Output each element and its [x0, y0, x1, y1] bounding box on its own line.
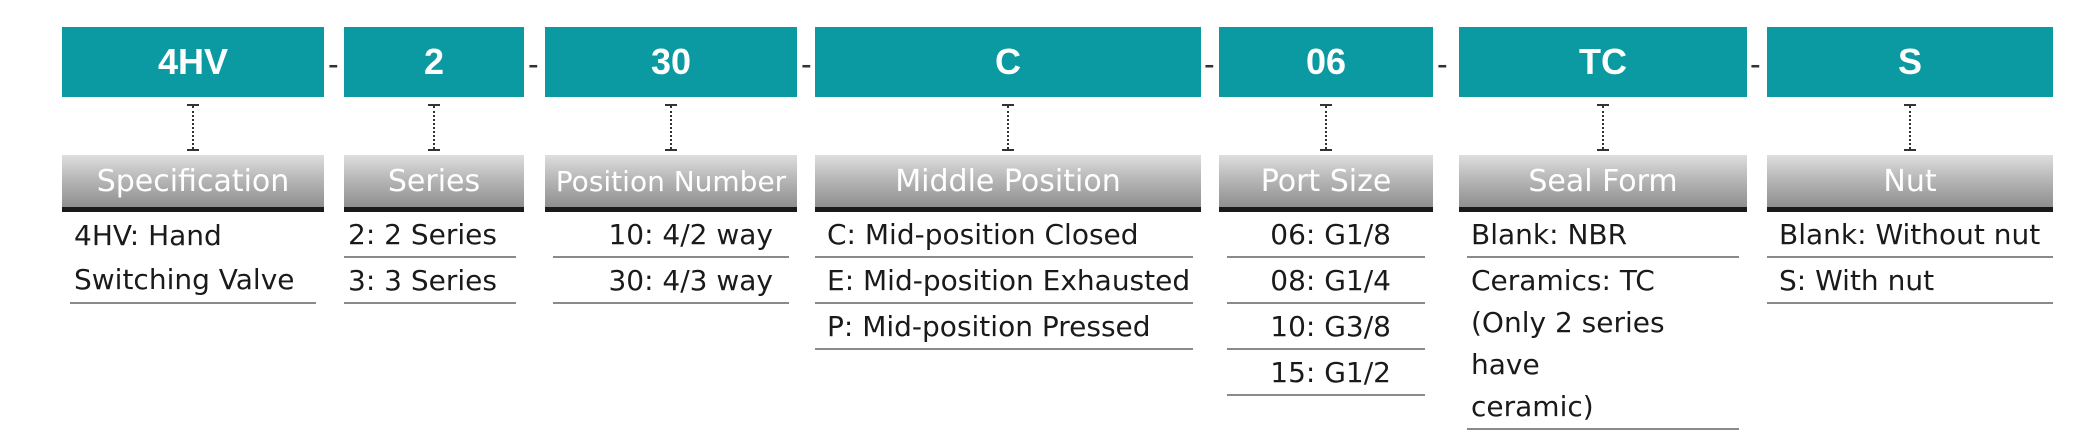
header-nut: Nut: [1767, 155, 2053, 212]
option-row: E: Mid-position Exhausted: [815, 258, 1193, 304]
column-specification: 4HV Specification 4HV: Hand Switching Va…: [62, 27, 324, 304]
options-port-size: 06: G1/8 08: G1/4 10: G3/8 15: G1/2: [1219, 212, 1433, 396]
separator: -: [801, 46, 812, 82]
column-middle-position: C Middle Position C: Mid-position Closed…: [815, 27, 1201, 350]
options-seal-form: Blank: NBR Ceramics: TC (Only 2 series h…: [1459, 212, 1747, 430]
option-row: 30: 4/3 way: [553, 258, 789, 304]
code-box-position-number: 30: [545, 27, 797, 97]
separator: -: [328, 46, 339, 82]
header-port-size: Port Size: [1219, 155, 1433, 212]
option-row: Blank: Without nut: [1767, 212, 2053, 258]
column-nut: S Nut Blank: Without nut S: With nut: [1767, 27, 2053, 304]
connector-icon: [1219, 97, 1433, 155]
column-position-number: 30 Position Number 10: 4/2 way 30: 4/3 w…: [545, 27, 797, 304]
option-row: 10: 4/2 way: [553, 212, 789, 258]
header-seal-form: Seal Form: [1459, 155, 1747, 212]
option-row: 08: G1/4: [1227, 258, 1425, 304]
option-row: 15: G1/2: [1227, 350, 1425, 396]
separator: -: [528, 46, 539, 82]
code-box-nut: S: [1767, 27, 2053, 97]
connector-icon: [62, 97, 324, 155]
code-box-port-size: 06: [1219, 27, 1433, 97]
option-row: 4HV: Hand Switching Valve: [70, 212, 316, 304]
option-row: 2: 2 Series: [344, 212, 516, 258]
header-series: Series: [344, 155, 524, 212]
code-box-specification: 4HV: [62, 27, 324, 97]
option-row: 3: 3 Series: [344, 258, 516, 304]
connector-icon: [815, 97, 1201, 155]
options-specification: 4HV: Hand Switching Valve: [62, 212, 324, 304]
connector-icon: [344, 97, 524, 155]
header-position-number: Position Number: [545, 155, 797, 212]
option-row: Ceramics: TC (Only 2 series have ceramic…: [1467, 258, 1739, 430]
connector-icon: [1459, 97, 1747, 155]
connector-icon: [1767, 97, 2053, 155]
options-position-number: 10: 4/2 way 30: 4/3 way: [545, 212, 797, 304]
code-box-seal-form: TC: [1459, 27, 1747, 97]
header-middle-position: Middle Position: [815, 155, 1201, 212]
code-box-middle-position: C: [815, 27, 1201, 97]
separator: -: [1750, 46, 1761, 82]
separator: -: [1437, 46, 1448, 82]
options-nut: Blank: Without nut S: With nut: [1767, 212, 2053, 304]
option-row: Blank: NBR: [1467, 212, 1739, 258]
separator: -: [1204, 46, 1215, 82]
options-series: 2: 2 Series 3: 3 Series: [344, 212, 524, 304]
option-row: P: Mid-position Pressed: [815, 304, 1193, 350]
option-row: C: Mid-position Closed: [815, 212, 1193, 258]
options-middle-position: C: Mid-position Closed E: Mid-position E…: [815, 212, 1201, 350]
option-row: 10: G3/8: [1227, 304, 1425, 350]
column-seal-form: TC Seal Form Blank: NBR Ceramics: TC (On…: [1459, 27, 1747, 430]
code-box-series: 2: [344, 27, 524, 97]
option-row: S: With nut: [1767, 258, 2053, 304]
connector-icon: [545, 97, 797, 155]
header-specification: Specification: [62, 155, 324, 212]
option-row: 06: G1/8: [1227, 212, 1425, 258]
column-port-size: 06 Port Size 06: G1/8 08: G1/4 10: G3/8 …: [1219, 27, 1433, 396]
column-series: 2 Series 2: 2 Series 3: 3 Series: [344, 27, 524, 304]
